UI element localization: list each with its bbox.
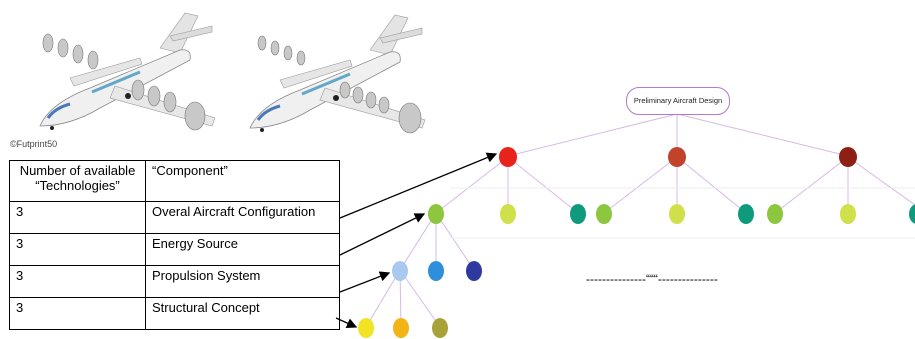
node-level1-a	[499, 147, 517, 167]
node-level1-c	[839, 147, 857, 167]
table-header-row: Number of available “Technologies” “Comp…	[9, 160, 340, 202]
node-level2	[570, 204, 586, 224]
node-level2	[428, 204, 444, 224]
table-row: 3 Energy Source	[9, 233, 340, 266]
node-level2	[596, 204, 612, 224]
arrow-structural	[335, 317, 358, 329]
row-count: 3	[9, 265, 146, 298]
row-component: Overal Aircraft Configuration	[145, 201, 340, 234]
node-level3	[466, 261, 482, 281]
node-level2-partial	[909, 204, 915, 224]
row-count: 3	[9, 297, 146, 330]
node-level2	[500, 204, 516, 224]
row-component: Structural Concept	[145, 297, 340, 330]
omitted-branches-note: ---------------“““---------------	[586, 272, 718, 286]
image-credit: ©Futprint50	[10, 139, 58, 149]
technology-table: Number of available “Technologies” “Comp…	[9, 160, 340, 330]
node-level4	[393, 318, 409, 338]
tree-root-node: Preliminary Aircraft Design	[626, 87, 730, 115]
node-level2	[767, 204, 783, 224]
node-level3	[392, 261, 408, 281]
header-count: Number of available “Technologies”	[9, 160, 146, 202]
table-to-tree-arrows	[335, 152, 498, 329]
node-level3	[428, 261, 444, 281]
node-level1-b	[668, 147, 686, 167]
header-component: “Component”	[145, 160, 340, 202]
table-row: 3 Overal Aircraft Configuration	[9, 201, 340, 234]
table-row: 3 Structural Concept	[9, 297, 340, 330]
row-count: 3	[9, 201, 146, 234]
row-count: 3	[9, 233, 146, 266]
arrow-propulsion	[339, 271, 391, 293]
node-level2	[840, 204, 856, 224]
aircraft-illustration-left	[39, 12, 216, 131]
arrow-energy-source	[339, 213, 426, 256]
aircraft-illustration-right	[249, 14, 426, 134]
tree-edges	[365, 113, 915, 328]
arrow-configuration	[339, 152, 498, 219]
node-level2	[669, 204, 685, 224]
node-level4	[432, 318, 448, 338]
node-level4	[358, 318, 374, 338]
node-level2	[738, 204, 754, 224]
